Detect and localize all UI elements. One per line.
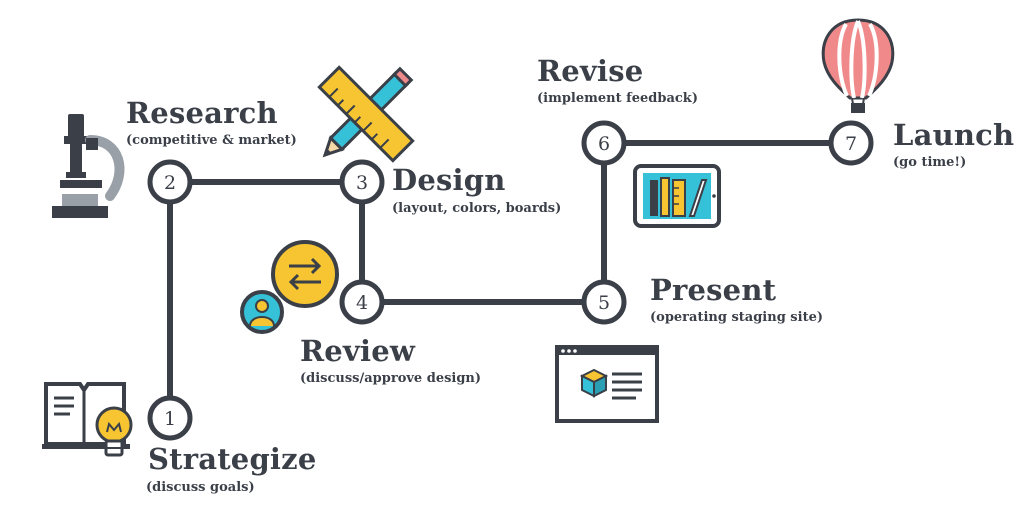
step-4-subtitle: (discuss/approve design)	[300, 371, 482, 386]
step-6-subtitle: (implement feedback)	[537, 91, 698, 106]
tablet-tools-icon	[633, 164, 721, 228]
step-3-subtitle: (layout, colors, boards)	[392, 201, 562, 216]
step-7-title: Launch	[893, 118, 1015, 152]
step-1-node: 1	[147, 395, 193, 441]
step-2-subtitle: (competitive & market)	[126, 133, 297, 148]
step-6-number: 6	[598, 133, 610, 155]
step-2-number: 2	[164, 172, 176, 194]
microscope-icon	[52, 114, 125, 218]
step-3-number: 3	[356, 172, 368, 194]
step-1-title: Strategize	[148, 442, 317, 476]
browser-window-icon	[555, 345, 659, 423]
step-6-node: 6	[581, 120, 627, 166]
step-5-number: 5	[598, 292, 610, 314]
step-7-subtitle: (go time!)	[893, 155, 967, 170]
step-2-node: 2	[147, 159, 193, 205]
step-4-title: Review	[300, 334, 416, 368]
step-1-subtitle: (discuss goals)	[146, 480, 255, 495]
step-5-subtitle: (operating staging site)	[650, 310, 823, 325]
step-3-node: 3	[339, 159, 385, 205]
step-5-node: 5	[581, 279, 627, 325]
step-5-title: Present	[650, 273, 777, 307]
hot-air-balloon-icon	[821, 18, 895, 113]
step-4-node: 4	[339, 279, 385, 325]
feedback-exchange-icon	[240, 240, 339, 334]
step-1-number: 1	[164, 408, 176, 430]
step-3-title: Design	[392, 163, 506, 197]
step-7-number: 7	[845, 133, 857, 155]
step-4-number: 4	[356, 292, 368, 314]
book-lightbulb-icon	[42, 382, 133, 457]
step-2-title: Research	[126, 96, 278, 130]
step-6-title: Revise	[537, 54, 644, 88]
pencil-ruler-icon	[317, 65, 415, 163]
step-7-node: 7	[828, 120, 874, 166]
